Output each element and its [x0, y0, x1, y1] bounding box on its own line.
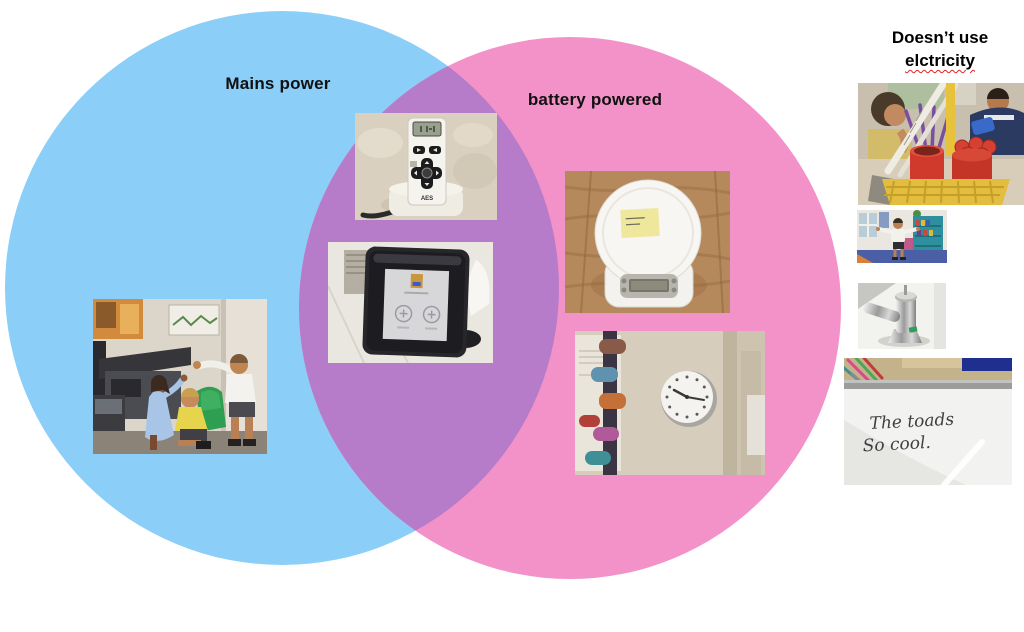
clock-hands [672, 388, 705, 401]
metal-bin [344, 250, 368, 294]
wall-clock-illustration [575, 331, 765, 475]
photo-pen-pot [858, 83, 1024, 205]
yellow-stick [946, 83, 955, 155]
tap [863, 285, 922, 343]
picture-frame [168, 304, 220, 336]
scale-body [594, 179, 702, 308]
photo-child-arms-out [857, 210, 947, 263]
child-figure [876, 218, 920, 260]
sitting-boy [175, 388, 211, 449]
battery-powered-label: battery powered [527, 90, 663, 109]
kitchen-scale-illustration [565, 171, 730, 313]
child-arms-out-illustration [857, 210, 947, 263]
yellow-basket [882, 179, 1010, 205]
no-electricity-heading: Doesn’t use elctricity [856, 26, 1024, 72]
bookshelf [913, 210, 943, 252]
sign-in-buttons [394, 304, 441, 324]
mains-power-label: Mains power [225, 74, 331, 93]
photo-sign-in-tablet [328, 242, 493, 363]
pen-pot-illustration [858, 83, 1024, 205]
photo-water-tap [858, 283, 946, 349]
dpad-buttons [411, 158, 442, 189]
tablet [362, 246, 470, 358]
photo-wall-clock [575, 331, 765, 475]
photo-kitchen-scale [565, 171, 730, 313]
clock-numerals [665, 375, 709, 419]
water-tap-illustration [858, 283, 946, 349]
device-logo: AES [421, 196, 433, 202]
no-electricity-heading-line1: Doesn’t use [891, 28, 989, 47]
glare [941, 439, 985, 485]
wall-timer-illustration: AES [355, 113, 497, 220]
svg-text:So cool.: So cool. [862, 433, 931, 457]
photo-whiteboard: The toads So cool. [844, 358, 1012, 485]
svg-text:The toads: The toads [869, 410, 955, 434]
clock [661, 371, 717, 427]
photo-wall-timer-remote: AES [355, 113, 497, 220]
girl-in-blue-dress [145, 374, 188, 450]
photo-children-at-photocopier [93, 299, 267, 454]
speech-bubbles [579, 339, 626, 465]
white-chair [467, 260, 490, 316]
timer-device: AES [407, 117, 447, 206]
tap-lever [863, 302, 901, 322]
board-rail [844, 380, 1012, 389]
standing-boy [193, 354, 256, 446]
sticky-note [620, 208, 660, 238]
no-electricity-heading-line2: elctricity [905, 51, 975, 70]
whiteboard-illustration: The toads So cool. [844, 358, 1012, 485]
children-at-photocopier-illustration [93, 299, 267, 454]
sign-in-tablet-illustration [328, 242, 493, 363]
handwriting: The toads So cool. [862, 410, 955, 457]
screen-logo [410, 273, 423, 289]
